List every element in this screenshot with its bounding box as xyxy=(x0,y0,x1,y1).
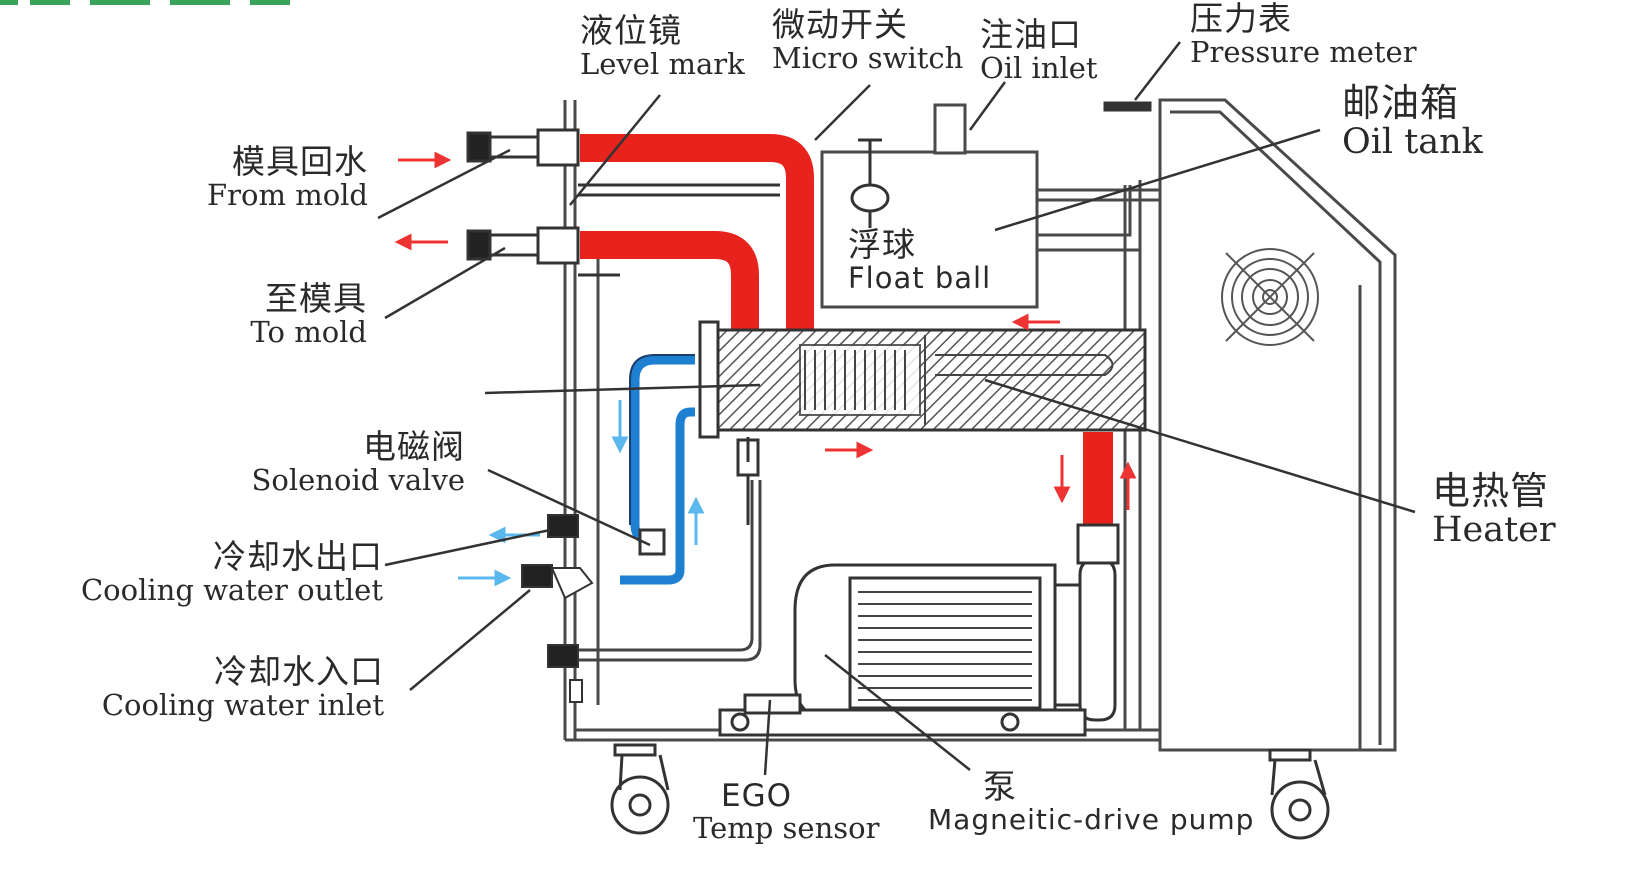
pressure-meter-fitting xyxy=(1103,101,1152,112)
caster-wheel-left xyxy=(610,743,670,835)
label-oil-tank-en: Oil tank xyxy=(1342,121,1483,162)
label-pressure-meter-zh: 压力表 xyxy=(1190,0,1292,38)
label-pump-zh: 泵 xyxy=(983,767,1017,806)
heater-body xyxy=(698,320,1147,439)
flow-arrows-red xyxy=(394,151,1137,510)
label-micro-switch-zh: 微动开关 xyxy=(772,5,908,44)
label-to-mold: 至模具 To mold xyxy=(250,279,367,349)
label-cooling-inlet-zh: 冷却水入口 xyxy=(214,652,384,691)
label-heater-zh: 电热管 xyxy=(1432,469,1550,513)
caster-wheel-right xyxy=(1268,748,1330,840)
control-cabinet xyxy=(1158,98,1397,752)
label-micro-switch-en: Micro switch xyxy=(772,40,964,75)
logo-fragment xyxy=(0,0,290,5)
label-from-mold: 模具回水 From mold xyxy=(207,142,368,212)
label-level-mark-zh: 液位镜 xyxy=(580,11,682,50)
float-ball-icon xyxy=(850,138,890,228)
label-level-mark: 液位镜 Level mark xyxy=(580,11,745,81)
label-float-ball-zh: 浮球 xyxy=(848,225,916,264)
label-pump: 泵 Magneitic-drive pump xyxy=(928,767,1255,836)
pump-motor xyxy=(793,523,1120,722)
label-float-ball-en: Float ball xyxy=(848,260,992,295)
label-from-mold-zh: 模具回水 xyxy=(232,142,368,181)
label-float-ball: 浮球 Float ball xyxy=(848,225,992,295)
label-cooling-outlet: 冷却水出口 Cooling water outlet xyxy=(80,537,383,607)
label-temp-sensor: EGO Temp sensor xyxy=(693,780,879,843)
drain-fitting xyxy=(547,644,579,668)
label-temp-sensor-ego: EGO xyxy=(721,778,793,814)
mold-return-fitting xyxy=(466,128,780,197)
label-to-mold-zh: 至模具 xyxy=(265,279,367,318)
cooling-water-outlet-fitting xyxy=(547,514,579,538)
label-cooling-inlet: 冷却水入口 Cooling water inlet xyxy=(101,652,384,722)
label-cooling-inlet-en: Cooling water inlet xyxy=(101,687,384,722)
temp-probe xyxy=(736,437,760,525)
pump-base xyxy=(718,693,1087,737)
label-from-mold-en: From mold xyxy=(207,177,368,212)
label-solenoid-valve: 电磁阀 Solenoid valve xyxy=(251,427,465,497)
label-heater: 电热管 Heater xyxy=(1432,469,1556,550)
cooling-fan-icon xyxy=(1221,248,1319,346)
hot-oil-riser xyxy=(1083,432,1113,527)
flow-arrows-blue xyxy=(458,400,705,587)
label-temp-sensor-en: Temp sensor xyxy=(693,810,880,845)
label-micro-switch: 微动开关 Micro switch xyxy=(772,5,964,75)
lower-water-piping xyxy=(575,480,762,662)
label-oil-tank: 邮油箱 Oil tank xyxy=(1342,81,1483,162)
oil-tank xyxy=(820,103,1160,309)
label-cooling-outlet-zh: 冷却水出口 xyxy=(213,537,383,576)
cooling-water-inlet-fitting xyxy=(521,564,594,600)
leader-lines xyxy=(377,41,1416,776)
label-oil-tank-zh: 邮油箱 xyxy=(1342,81,1460,125)
small-valve xyxy=(569,679,583,703)
label-oil-inlet: 注油口 Oil inlet xyxy=(980,15,1098,85)
label-oil-inlet-zh: 注油口 xyxy=(980,15,1082,54)
cooling-water-pipes-outline xyxy=(629,354,695,525)
label-pump-en: Magneitic-drive pump xyxy=(928,802,1255,836)
label-heater-en: Heater xyxy=(1432,509,1556,550)
label-to-mold-en: To mold xyxy=(250,314,367,349)
label-oil-inlet-en: Oil inlet xyxy=(980,50,1098,85)
label-pressure-meter: 压力表 Pressure meter xyxy=(1190,0,1417,69)
label-level-mark-en: Level mark xyxy=(580,46,745,81)
hot-oil-pipes xyxy=(580,134,814,330)
label-solenoid-valve-zh: 电磁阀 xyxy=(363,427,465,466)
label-pressure-meter-en: Pressure meter xyxy=(1190,34,1417,69)
label-solenoid-valve-en: Solenoid valve xyxy=(251,462,465,497)
label-cooling-outlet-en: Cooling water outlet xyxy=(80,572,383,607)
